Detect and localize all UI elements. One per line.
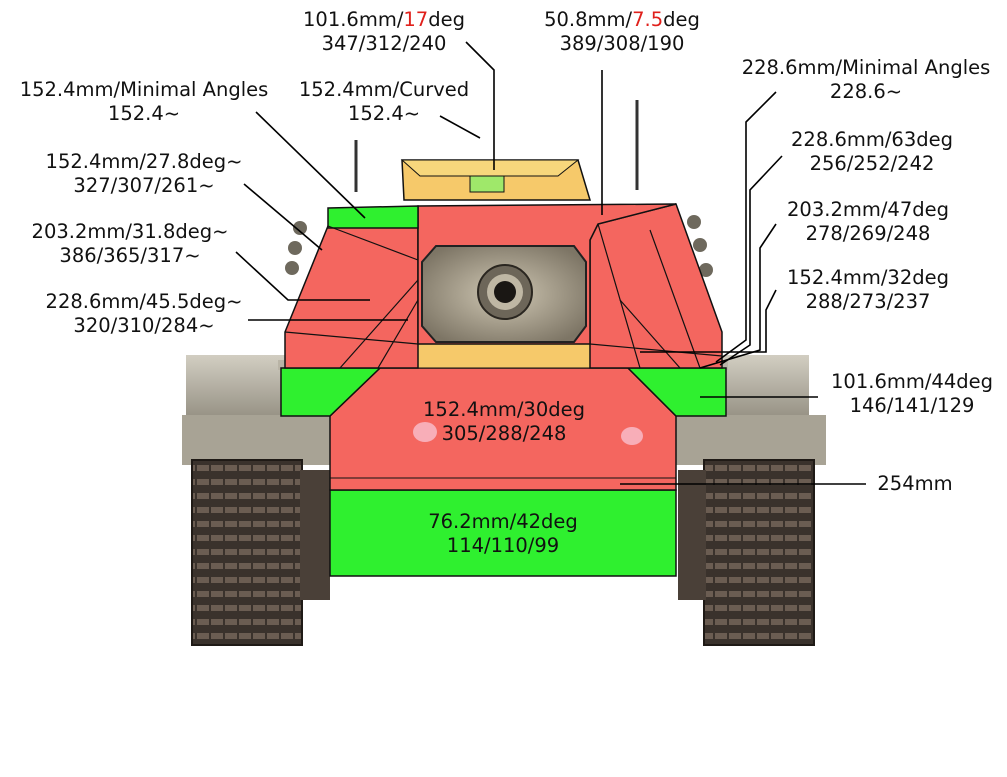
plate-divisions xyxy=(284,223,723,369)
right-side-box xyxy=(676,415,826,465)
gun-bore xyxy=(494,281,516,303)
label-joint: 254mm xyxy=(877,472,953,495)
cupola-front xyxy=(400,159,580,177)
smoke-dischargers-right xyxy=(687,215,713,277)
leader-lines xyxy=(235,41,866,485)
turret-ring xyxy=(415,343,597,369)
cupola-hatch xyxy=(469,175,505,193)
headlight-right xyxy=(621,427,643,445)
left-side-box xyxy=(182,415,330,465)
turret-roof-left xyxy=(327,205,419,229)
label-turret-31-8: 203.2mm/31.8deg~386/365/317~ xyxy=(31,220,229,267)
right-track xyxy=(703,459,815,646)
smoke-dischargers-left xyxy=(285,221,307,275)
turret-right-cheek xyxy=(589,203,723,369)
turret-left-cheek xyxy=(284,225,419,369)
label-cupola: 101.6mm/17deg 347/312/240 xyxy=(303,8,465,55)
left-track xyxy=(191,459,303,646)
label-turret-27-8: 152.4mm/27.8deg~327/307/261~ xyxy=(45,150,243,197)
label-turret-45-5: 228.6mm/45.5deg~320/310/284~ xyxy=(45,290,243,337)
right-track-inner xyxy=(678,470,706,600)
label-roof: 50.8mm/7.5deg 389/308/190 xyxy=(544,8,700,55)
headlight-left xyxy=(413,422,437,442)
left-track-inner xyxy=(300,470,330,600)
